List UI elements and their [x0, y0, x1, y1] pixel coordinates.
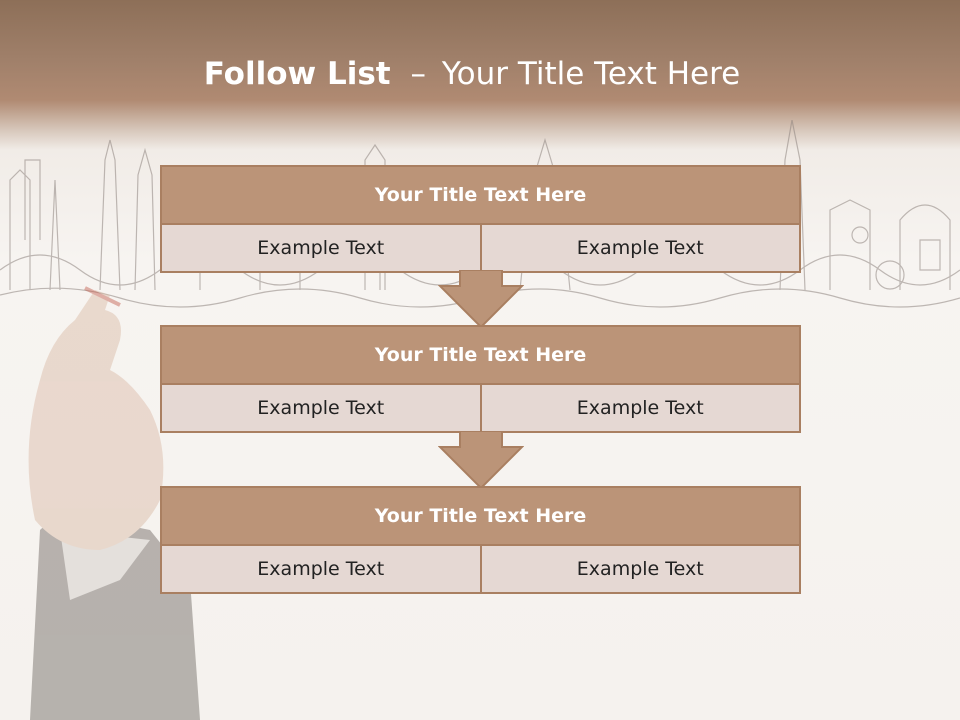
block-left-text: Example Text: [162, 546, 480, 592]
block-left-text: Example Text: [162, 225, 480, 271]
hand-holding-marker-image: [28, 286, 200, 720]
list-block-3: Your Title Text Here Example Text Exampl…: [160, 486, 801, 594]
block-title: Your Title Text Here: [162, 488, 799, 546]
list-block-1: Your Title Text Here Example Text Exampl…: [160, 165, 801, 273]
block-title: Your Title Text Here: [162, 167, 799, 225]
block-right-text: Example Text: [479, 546, 799, 592]
block-left-text: Example Text: [162, 385, 480, 431]
block-title: Your Title Text Here: [162, 327, 799, 385]
title-dash: –: [410, 56, 426, 92]
down-arrow-icon: [438, 431, 524, 489]
title-rest: Your Title Text Here: [441, 56, 741, 92]
title-bold-part: Follow List: [203, 56, 391, 92]
slide-title: Follow List – Your Title Text Here: [0, 54, 944, 94]
block-right-text: Example Text: [479, 385, 799, 431]
list-block-2: Your Title Text Here Example Text Exampl…: [160, 325, 801, 433]
block-right-text: Example Text: [479, 225, 799, 271]
down-arrow-icon: [438, 270, 524, 328]
